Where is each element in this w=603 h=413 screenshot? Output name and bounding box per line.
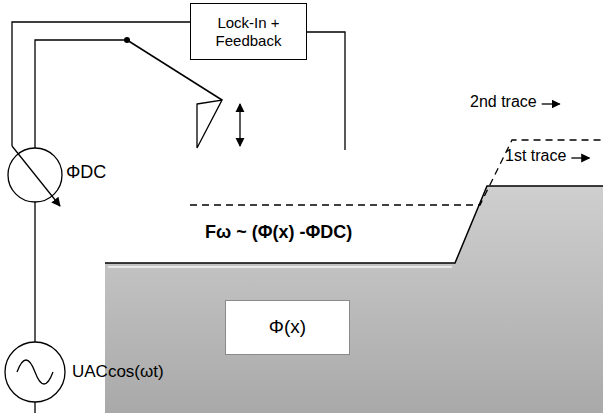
box-text: Lock-In + Feedback bbox=[199, 14, 298, 50]
oscillation-arrow bbox=[239, 104, 240, 146]
sample-body bbox=[105, 186, 603, 413]
sine-symbol bbox=[17, 360, 53, 384]
lockin-box: Lock-In + Feedback bbox=[190, 3, 307, 60]
dc-label: ΦDC bbox=[66, 162, 106, 183]
tip-wire bbox=[35, 40, 127, 148]
ground-wire bbox=[34, 402, 35, 413]
trace-arrow bbox=[571, 157, 589, 158]
source-wire bbox=[34, 202, 35, 342]
trace-label: 2nd trace bbox=[470, 93, 537, 111]
trace-label: 1st trace bbox=[505, 147, 566, 165]
potential-box: Φ(x) bbox=[225, 300, 350, 355]
sample-surface bbox=[105, 186, 603, 263]
ac-label: UACcos(ωt) bbox=[72, 362, 164, 382]
cantilever-tip bbox=[197, 100, 222, 148]
variable-arrow bbox=[12, 146, 60, 206]
detector-wire bbox=[305, 32, 345, 150]
trace-arrow bbox=[542, 103, 560, 104]
ac-source bbox=[5, 342, 65, 402]
box-text: Φ(x) bbox=[269, 316, 306, 339]
surface-highlight bbox=[108, 266, 452, 268]
force-label: Fω ~ (Φ(x) -ΦDC) bbox=[205, 222, 352, 243]
second-trace-path bbox=[190, 140, 603, 205]
